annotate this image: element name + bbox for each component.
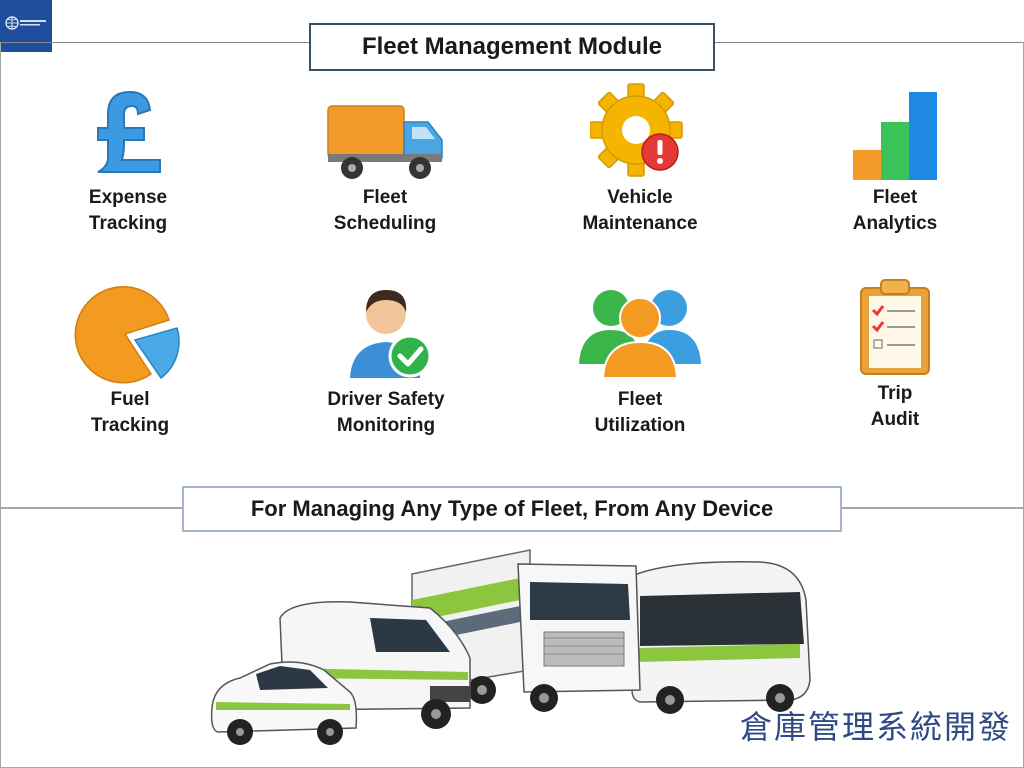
feature-expense-tracking[interactable]: Expense Tracking <box>28 80 228 237</box>
feature-label: Fleet Utilization <box>594 389 686 436</box>
company-logo <box>0 0 52 52</box>
tagline: For Managing Any Type of Fleet, From Any… <box>182 486 842 532</box>
feature-trip-audit[interactable]: Trip Audit <box>795 276 995 433</box>
truck-icon <box>327 105 443 179</box>
feature-vehicle-maintenance[interactable]: Vehicle Maintenance <box>540 80 740 237</box>
bus-illustration <box>631 561 811 714</box>
feature-fleet-analytics[interactable]: Fleet Analytics <box>795 80 995 237</box>
page-title: Fleet Management Module <box>309 23 715 71</box>
fleet-vehicles-image <box>210 549 811 745</box>
feature-label: Vehicle Maintenance <box>582 187 698 234</box>
users-icon <box>579 290 701 379</box>
feature-label: Trip Audit <box>870 383 920 430</box>
footer-text: 倉庫管理系統開發 <box>739 708 1012 746</box>
pound-icon <box>97 90 161 173</box>
feature-fleet-scheduling[interactable]: Fleet Scheduling <box>285 80 485 237</box>
feature-fleet-utilization[interactable]: Fleet Utilization <box>540 282 740 439</box>
feature-label: Fleet Scheduling <box>333 187 437 234</box>
feature-label: Driver Safety Monitoring <box>327 389 445 436</box>
bar-chart-icon <box>853 92 937 180</box>
driver-check-icon <box>350 290 432 378</box>
feature-label: Fleet Analytics <box>852 187 938 234</box>
feature-label: Fuel Tracking <box>90 389 170 436</box>
clipboard-icon <box>860 279 930 375</box>
gear-alert-icon <box>590 83 683 177</box>
feature-driver-safety[interactable]: Driver Safety Monitoring <box>286 282 486 439</box>
feature-label: Expense Tracking <box>88 187 168 234</box>
car-illustration <box>210 661 358 745</box>
feature-fuel-tracking[interactable]: Fuel Tracking <box>30 282 230 439</box>
pie-chart-icon <box>74 286 180 384</box>
